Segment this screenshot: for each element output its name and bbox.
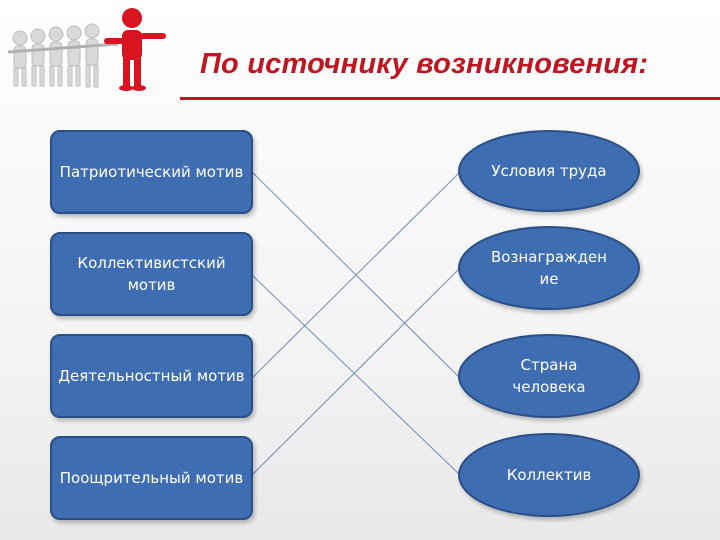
node-reward-motive: Поощрительный мотив xyxy=(50,436,253,520)
node-label: Вознагражден ие xyxy=(489,246,609,290)
connector-line xyxy=(252,268,460,475)
node-label: Условия труда xyxy=(491,160,606,182)
node-collectivist-motive: Коллективистский мотив xyxy=(50,232,253,316)
node-reward: Вознагражден ие xyxy=(458,226,640,310)
node-activity-motive: Деятельностный мотив xyxy=(50,334,253,418)
node-label: Коллективистский мотив xyxy=(58,252,245,296)
node-collective: Коллектив xyxy=(458,433,640,517)
node-patriotic-motive: Патриотический мотив xyxy=(50,130,253,214)
node-working-conditions: Условия труда xyxy=(458,130,640,212)
node-label: Деятельностный мотив xyxy=(58,365,244,387)
node-label: Коллектив xyxy=(507,464,592,486)
node-country: Страна человека xyxy=(458,334,640,418)
node-label: Поощрительный мотив xyxy=(60,467,243,489)
node-label: Патриотический мотив xyxy=(60,161,244,183)
node-label: Страна человека xyxy=(494,354,604,398)
connector-line xyxy=(252,275,460,475)
